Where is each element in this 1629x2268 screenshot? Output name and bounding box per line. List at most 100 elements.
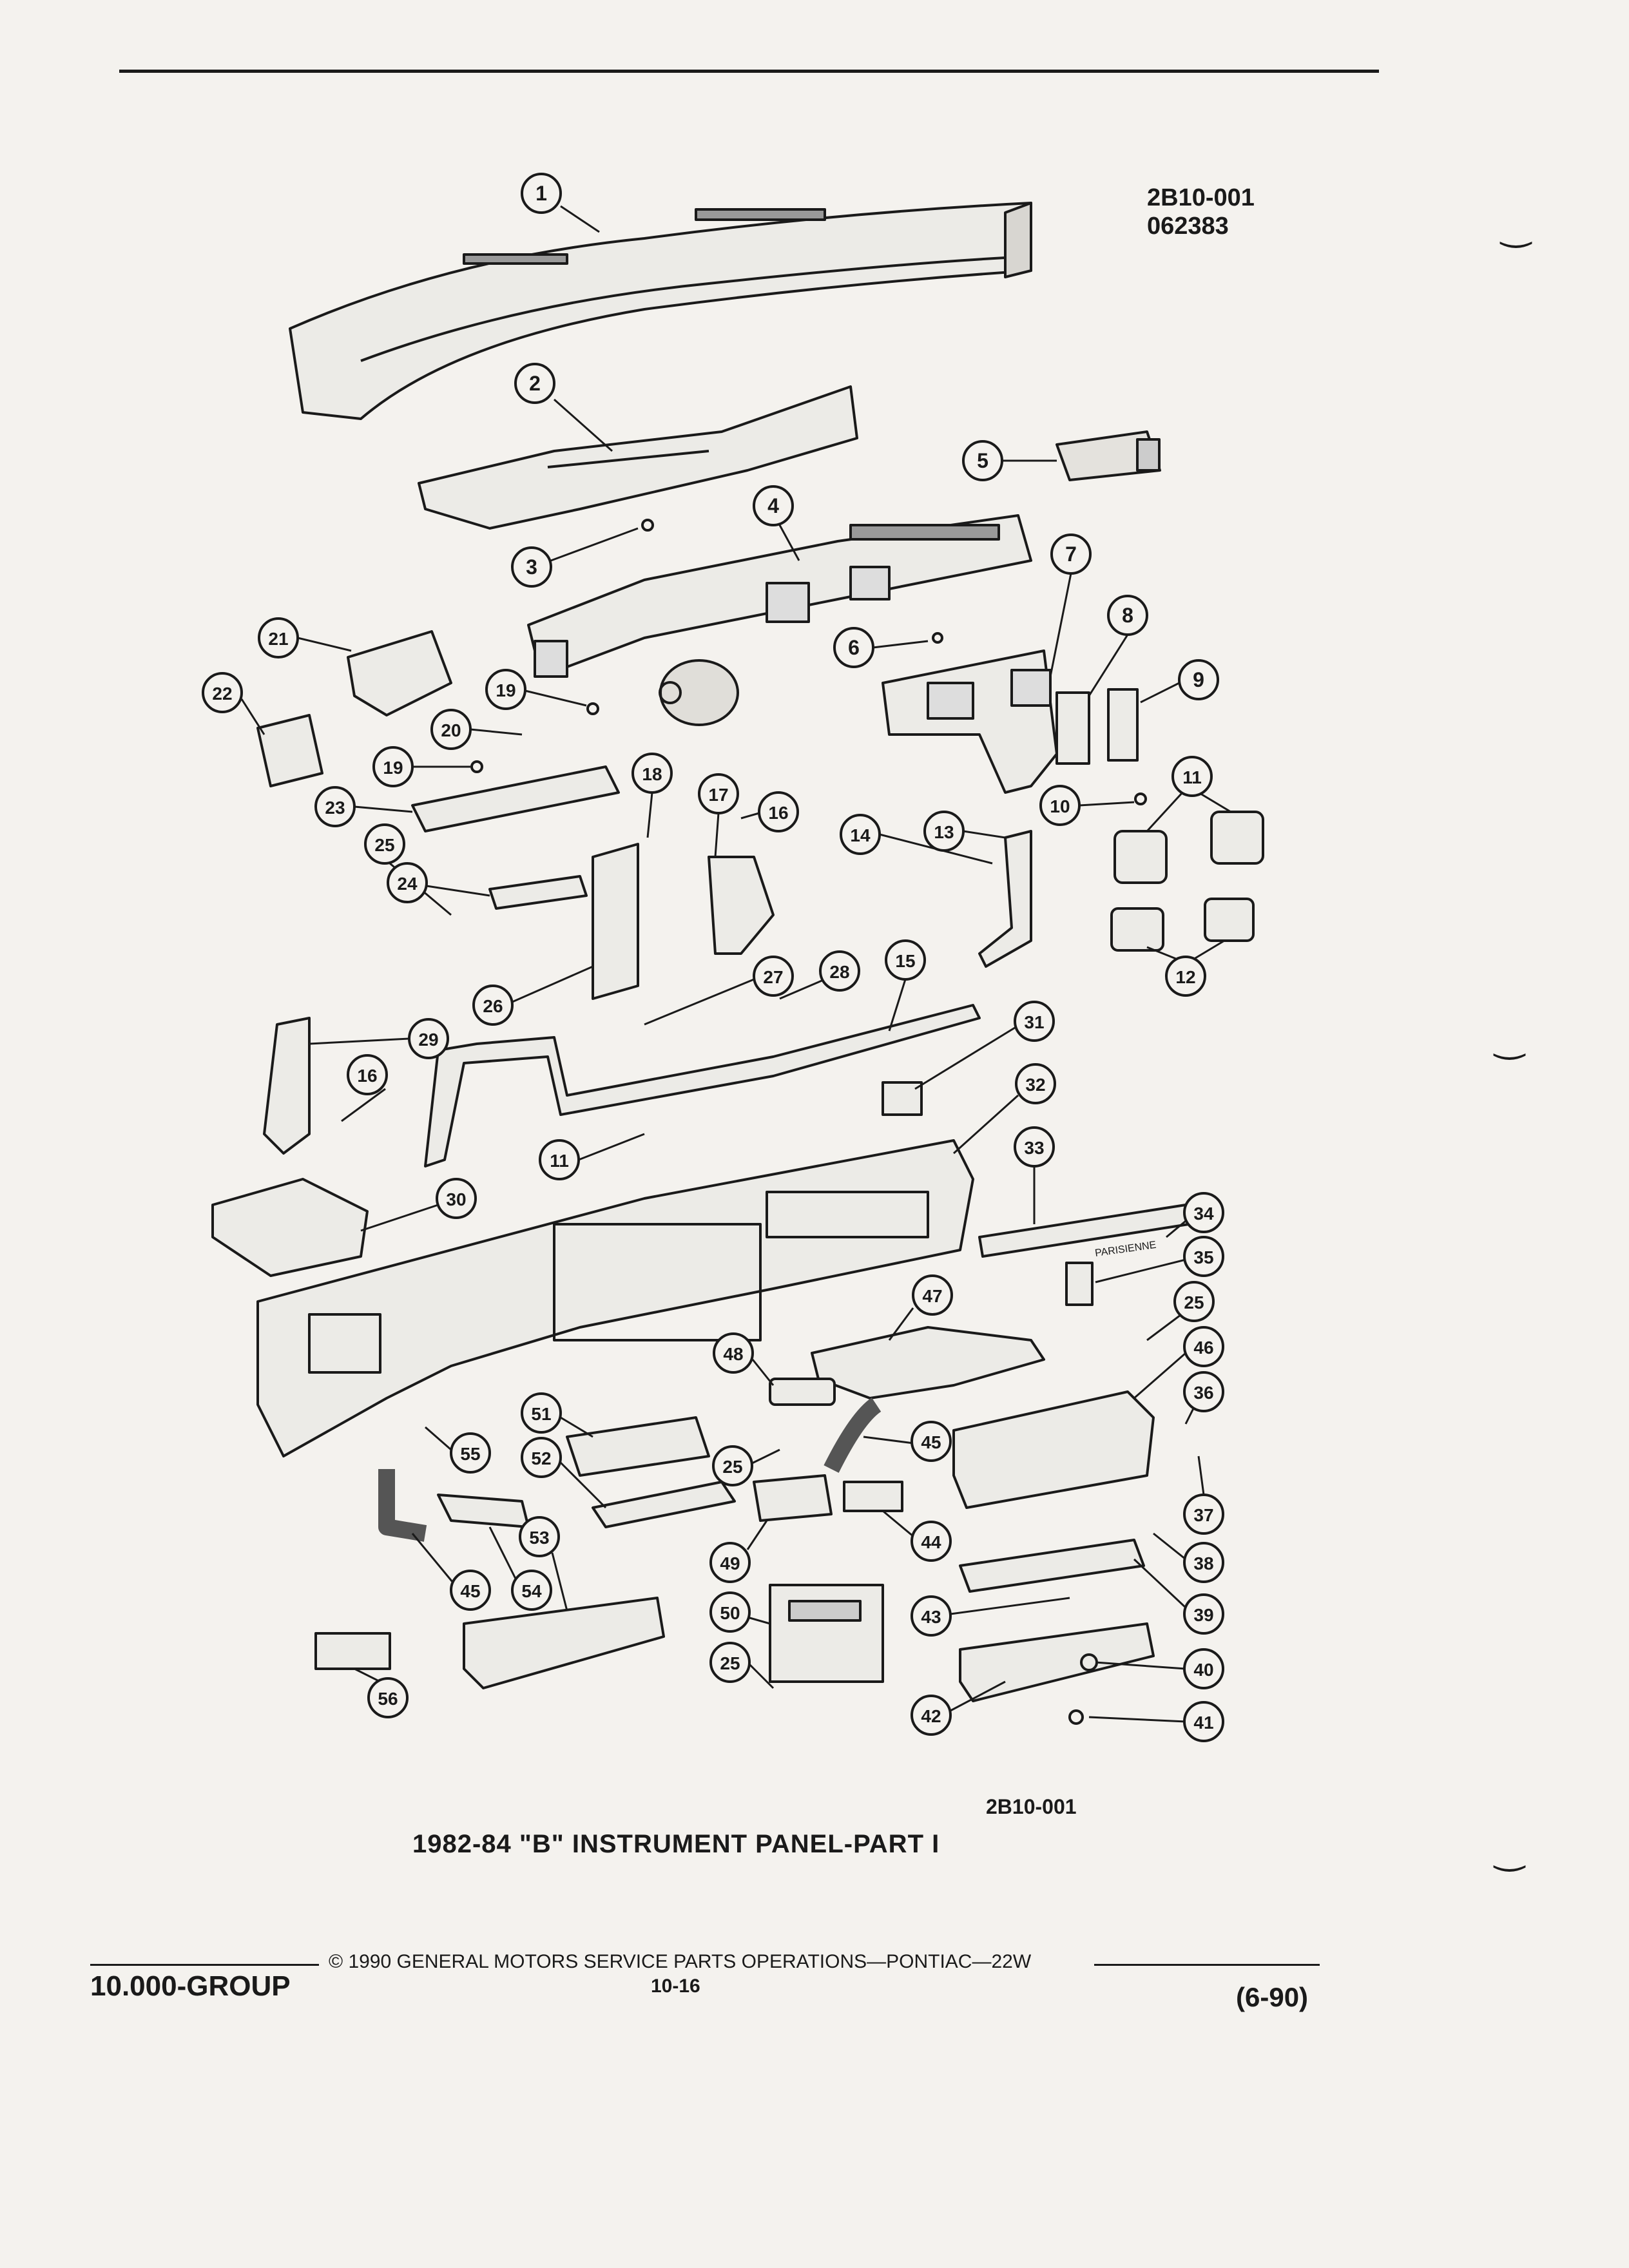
callout-circle	[753, 485, 794, 526]
callout-41: 41	[1183, 1701, 1224, 1742]
part-screw-19b	[470, 760, 483, 773]
part-vent-8	[1055, 691, 1090, 765]
callout-number: 5	[977, 449, 988, 472]
part-center-duct	[527, 514, 1032, 726]
callout-5: 5	[962, 440, 1003, 481]
callout-circle	[521, 173, 562, 214]
callout-circle	[1183, 1648, 1224, 1689]
callout-19: 19	[372, 746, 414, 787]
part-clip-24	[488, 875, 588, 910]
callout-number: 17	[708, 785, 728, 805]
callout-number: 19	[383, 758, 403, 778]
callout-circle	[450, 1570, 491, 1611]
callout-number: 16	[768, 803, 788, 823]
callout-16: 16	[758, 791, 799, 832]
callout-number: 33	[1024, 1138, 1044, 1158]
callout-number: 1	[535, 182, 547, 205]
callout-52: 52	[521, 1437, 562, 1478]
callout-circle	[923, 811, 965, 852]
callout-circle	[1015, 1063, 1056, 1104]
callout-circle	[1014, 1126, 1055, 1168]
callout-number: 55	[460, 1444, 480, 1464]
callout-circle	[1173, 1281, 1215, 1322]
callout-25: 25	[1173, 1281, 1215, 1322]
callout-number: 2	[529, 372, 541, 395]
callout-26: 26	[472, 985, 514, 1026]
callout-9: 9	[1178, 659, 1219, 700]
callout-number: 49	[720, 1553, 740, 1573]
callout-circle	[514, 363, 555, 404]
callout-27: 27	[753, 956, 794, 997]
callout-56: 56	[367, 1677, 409, 1718]
part-bracket-30	[211, 1178, 369, 1277]
part-vent-9	[1107, 688, 1139, 762]
callout-number: 43	[921, 1607, 941, 1627]
callout-16: 16	[347, 1054, 388, 1095]
callout-circle	[885, 939, 926, 981]
callout-3: 3	[511, 546, 552, 588]
part-35	[1065, 1262, 1094, 1306]
callout-30: 30	[436, 1178, 477, 1219]
callout-49: 49	[709, 1542, 751, 1583]
callout-number: 37	[1193, 1505, 1213, 1525]
callout-number: 47	[922, 1286, 942, 1306]
part-instrument-panel	[256, 1139, 974, 1457]
callout-circle	[258, 617, 299, 658]
part-duct-21	[347, 630, 452, 716]
callout-number: 12	[1175, 967, 1195, 987]
callout-7: 7	[1050, 533, 1092, 575]
callout-number: 40	[1193, 1660, 1213, 1680]
callout-circle	[430, 709, 472, 750]
callout-35: 35	[1183, 1236, 1224, 1277]
part-outlet-11b	[1210, 811, 1264, 865]
binding-mark: ‿	[1501, 207, 1531, 247]
callout-23: 23	[314, 786, 356, 827]
part-door-42	[959, 1622, 1155, 1702]
callout-number: 27	[763, 967, 783, 987]
callout-20: 20	[430, 709, 472, 750]
callout-circle	[1183, 1701, 1224, 1742]
part-screw-6	[932, 632, 943, 644]
callout-12: 12	[1165, 956, 1206, 997]
part-outlet-11a	[1113, 830, 1168, 884]
callout-circle	[472, 985, 514, 1026]
callout-number: 10	[1050, 796, 1070, 816]
part-brace-17	[708, 856, 775, 955]
callout-circle	[758, 791, 799, 832]
part-bezel-50	[769, 1584, 884, 1683]
callout-number: 11	[550, 1151, 569, 1171]
callout-1: 1	[521, 173, 562, 214]
callout-circle	[819, 950, 860, 992]
callout-number: 39	[1193, 1605, 1213, 1625]
callout-32: 32	[1015, 1063, 1056, 1104]
callout-33: 33	[1014, 1126, 1055, 1168]
callout-number: 19	[496, 680, 516, 700]
callout-36: 36	[1183, 1371, 1224, 1412]
callout-number: 29	[418, 1030, 438, 1050]
callout-number: 54	[521, 1581, 542, 1601]
part-bracket-29	[263, 1017, 311, 1155]
callout-number: 35	[1193, 1247, 1213, 1267]
callout-circle	[1178, 659, 1219, 700]
callout-24: 24	[387, 862, 428, 903]
callout-number: 25	[720, 1653, 740, 1673]
callout-circle	[372, 746, 414, 787]
callout-number: 23	[325, 798, 345, 818]
callout-circle	[962, 440, 1003, 481]
part-outlet-12a	[1110, 907, 1164, 952]
callout-circle	[367, 1677, 409, 1718]
callout-47: 47	[912, 1274, 953, 1316]
callout-number: 18	[642, 764, 662, 784]
callout-number: 13	[934, 822, 954, 842]
callout-circle	[202, 672, 243, 713]
callout-21: 21	[258, 617, 299, 658]
callout-circle	[911, 1421, 952, 1462]
part-cluster-53	[463, 1597, 665, 1689]
parisienne-label: PARISIENNE	[1094, 1240, 1157, 1259]
callout-number: 28	[829, 962, 849, 982]
callout-circle	[511, 1570, 552, 1611]
callout-circle	[521, 1392, 562, 1434]
callout-53: 53	[519, 1516, 560, 1557]
callout-29: 29	[408, 1018, 449, 1059]
part-switch-48	[769, 1378, 836, 1406]
